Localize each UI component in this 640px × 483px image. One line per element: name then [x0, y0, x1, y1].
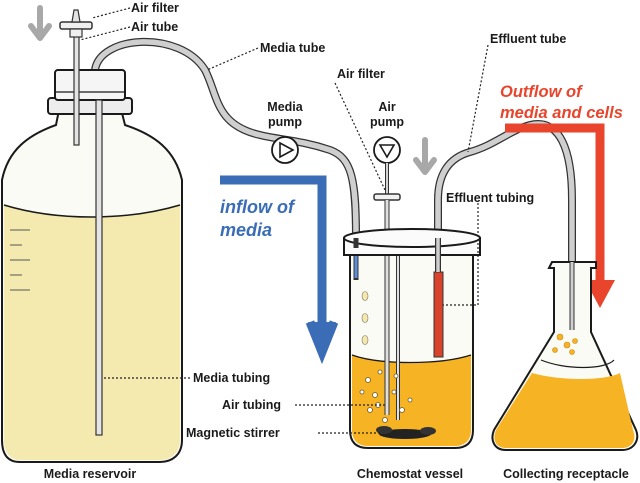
air-tube	[73, 34, 80, 146]
label-media-tubing: Media tubing	[193, 371, 270, 385]
label-air-pump-1: Air	[378, 100, 396, 114]
label-air-filter-top: Air filter	[131, 1, 179, 15]
air-filter-vessel	[373, 193, 401, 201]
air-pump	[373, 136, 437, 201]
tubing	[91, 37, 576, 334]
magnetic-stirrer	[379, 429, 431, 439]
labels: Air filter Air tube Media tube Air filte…	[44, 1, 629, 481]
label-media-tube: Media tube	[260, 41, 325, 55]
label-air-pump-2: pump	[370, 115, 404, 129]
label-magnetic-stirrer: Magnetic stirrer	[186, 426, 280, 440]
label-inflow-1: inflow of	[220, 197, 296, 217]
label-air-tubing: Air tubing	[222, 398, 281, 412]
label-effluent-tubing: Effluent tubing	[446, 191, 534, 205]
label-inflow-2: media	[220, 220, 272, 240]
air-filter-top	[59, 21, 93, 30]
label-media-reservoir: Media reservoir	[44, 467, 137, 481]
leader-lines	[79, 7, 489, 434]
collecting-flask	[491, 261, 639, 451]
label-chemostat-vessel: Chemostat vessel	[357, 467, 463, 481]
media-reservoir-bottle	[0, 5, 183, 463]
effluent-tubing	[433, 271, 444, 358]
flask-fluid	[494, 373, 635, 448]
label-media-pump-2: pump	[268, 115, 302, 129]
outflow-arrow	[505, 123, 605, 285]
label-air-filter-vessel: Air filter	[337, 67, 385, 81]
air-inlet-arrow	[28, 5, 52, 41]
label-outflow-1: Outflow of	[500, 83, 583, 101]
label-air-tube: Air tube	[131, 20, 178, 34]
label-media-pump-1: Media	[267, 100, 303, 114]
label-outflow-2: media and cells	[500, 104, 623, 122]
media-pump	[271, 136, 299, 164]
label-collecting-receptacle: Collecting receptacle	[503, 467, 629, 481]
reservoir-fluid	[4, 205, 180, 460]
media-tubing	[95, 99, 103, 436]
label-effluent-tube: Effluent tube	[490, 32, 566, 46]
air-flow-arrow	[413, 137, 437, 175]
chemostat-vessel	[343, 200, 481, 449]
